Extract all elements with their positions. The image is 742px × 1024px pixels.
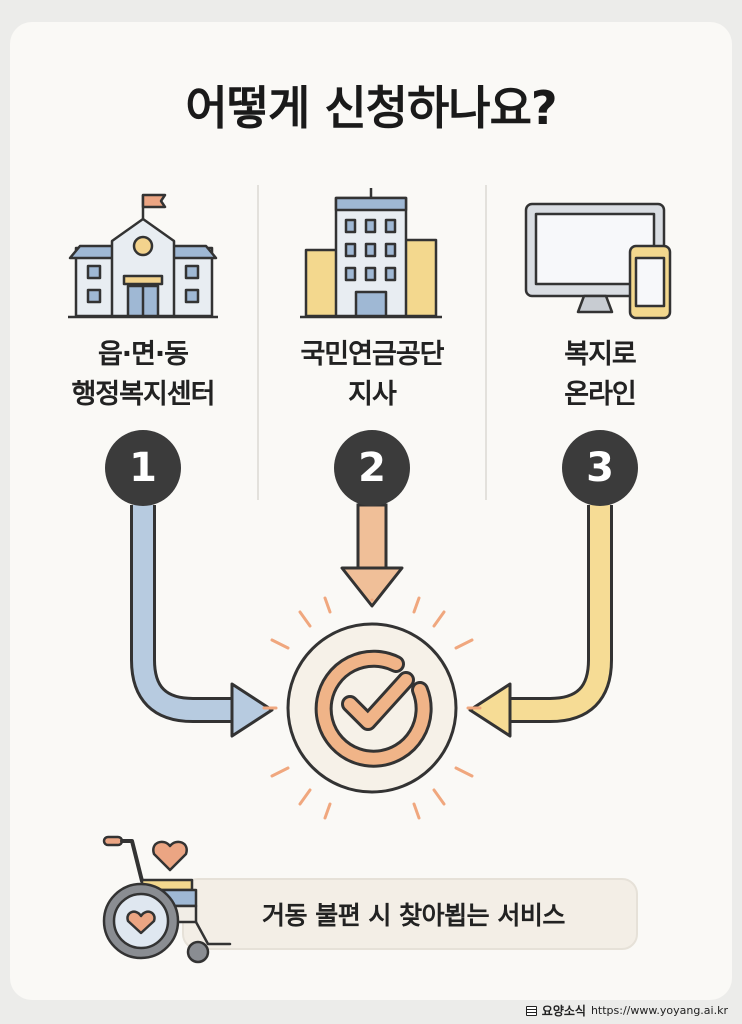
banner-text: 거동 불편 시 찾아뵙는 서비스: [262, 901, 565, 930]
step-2-line2: 지사: [348, 379, 397, 410]
check-circle-icon: [262, 596, 482, 820]
footer-brand: 요양소식: [541, 1004, 586, 1018]
step-3-number-badge: 3: [562, 430, 638, 506]
step-3-line1: 복지로: [564, 339, 637, 370]
monitor-phone-icon: [524, 202, 672, 320]
step-1-label: 읍·면·동 행정복지센터: [28, 335, 258, 415]
footer-url[interactable]: https://www.yoyang.ai.kr: [590, 1004, 728, 1017]
step-1-number-badge: 1: [105, 430, 181, 506]
step-3-label: 복지로 온라인: [485, 335, 715, 415]
arrow-3: [468, 505, 613, 738]
government-building-icon: [68, 193, 218, 319]
footer: 요양소식 https://www.yoyang.ai.kr: [525, 1002, 728, 1019]
office-building-icon: [300, 188, 442, 319]
step-2-number-badge: 2: [334, 430, 410, 506]
page-title: 어떻게 신청하나요?: [185, 81, 557, 135]
step-2-line1: 국민연금공단: [300, 339, 444, 370]
step-3-line2: 온라인: [564, 379, 637, 410]
arrow-2: [340, 503, 404, 608]
step-1-line1: 읍·면·동: [97, 339, 189, 370]
arrow-1: [130, 505, 274, 738]
step-1-line2: 행정복지센터: [71, 379, 215, 410]
step-2-label: 국민연금공단 지사: [257, 335, 487, 415]
newspaper-icon: [525, 1005, 537, 1016]
service-banner: [182, 878, 638, 950]
